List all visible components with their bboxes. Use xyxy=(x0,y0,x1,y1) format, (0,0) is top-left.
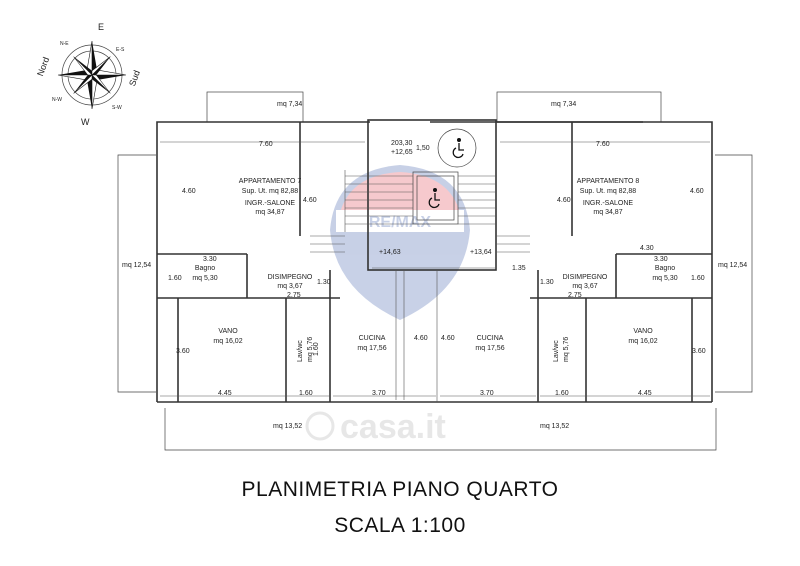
stair-level-left: +14,63 xyxy=(379,249,401,256)
casa-text: casa.it xyxy=(340,408,446,446)
apt7-room-area: mq 16,02 xyxy=(213,338,242,345)
apt7-living: INGR.-SALONE xyxy=(245,200,296,207)
balcony-bottom-left-area: mq 13,52 xyxy=(273,423,302,430)
accessibility-lift-icon xyxy=(428,188,440,209)
apt8-name: APPARTAMENTO 8 xyxy=(577,178,640,185)
apt7-living-area: mq 34,87 xyxy=(255,209,284,216)
apt8-bath-area: mq 5,30 xyxy=(652,275,677,282)
apt8-living-area: mq 34,87 xyxy=(593,209,622,216)
compass-east: E xyxy=(98,22,104,32)
apt7-bath-area: mq 5,30 xyxy=(192,275,217,282)
compass-sw: S-W xyxy=(112,105,122,111)
apt8-hall-area: mq 3,67 xyxy=(572,283,597,290)
apartment-8: APPARTAMENTO 8 Sup. Ut. mq 82,88 INGR.-S… xyxy=(475,178,677,362)
dim-laundry-h-left: 1.60 xyxy=(313,342,320,356)
compass-se: E-S xyxy=(116,47,125,53)
apt7-laundry-area: mq 5,76 xyxy=(307,337,314,362)
balcony-side-right xyxy=(715,154,753,393)
balcony-bottom-right xyxy=(400,408,717,451)
apt7-hall: DISIMPEGNO xyxy=(268,274,313,281)
dim-living-h-left: 4.60 xyxy=(182,188,196,195)
stair-dim-top: 1,50 xyxy=(416,145,430,152)
balcony-top-right xyxy=(496,91,662,123)
apt7-name: APPARTAMENTO 7 xyxy=(239,178,302,185)
apt8-laundry-area: mq 5,76 xyxy=(563,337,570,362)
plan-scale: SCALA 1:100 xyxy=(334,514,466,537)
dim-room-w-left: 4.45 xyxy=(218,390,232,397)
dim-hall-h-right: 1.30 xyxy=(540,279,554,286)
apt8-living: INGR.-SALONE xyxy=(583,200,634,207)
apt7-hall-area: mq 3,67 xyxy=(277,283,302,290)
dim-kitchen-w-right: 3.70 xyxy=(480,390,494,397)
plan-title: PLANIMETRIA PIANO QUARTO xyxy=(241,478,559,501)
apt8-kitchen-area: mq 17,56 xyxy=(475,345,504,352)
dim-top-right: 7.60 xyxy=(596,141,610,148)
dim-room-h-right: 3.60 xyxy=(692,348,706,355)
apt7-kitchen: CUCINA xyxy=(359,335,386,342)
dim-laundry-w-right: 1.60 xyxy=(555,390,569,397)
dim-bath-h-right: 1.60 xyxy=(691,275,705,282)
compass-nw: N-W xyxy=(52,97,62,103)
balcony-side-left-area: mq 12,54 xyxy=(122,262,151,269)
apt8-laundry: Lav/wc xyxy=(553,340,560,362)
dim-hall-w-left: 2.75 xyxy=(287,292,301,299)
apt8-kitchen: CUCINA xyxy=(477,335,504,342)
dim-bath-w-right: 3.30 xyxy=(654,256,668,263)
dim-room-w-right: 4.45 xyxy=(638,390,652,397)
compass-west: W xyxy=(81,117,90,127)
compass-north: Nord xyxy=(35,56,51,78)
casa-watermark: casa.it xyxy=(305,408,446,446)
accessibility-icon xyxy=(452,138,464,159)
dim-kitchen-h-left: 4.60 xyxy=(414,335,428,342)
dim-living-h-right: 4.60 xyxy=(557,197,571,204)
dim-top-left: 7.60 xyxy=(259,141,273,148)
dimensions: 7.60 7.60 4.60 4.60 4.60 4.60 3.30 3.30 … xyxy=(160,141,710,397)
balcony-side-right-area: mq 12,54 xyxy=(718,262,747,269)
remax-text: RE/MAX xyxy=(369,214,432,231)
apt8-hall: DISIMPEGNO xyxy=(563,274,608,281)
apt7-kitchen-area: mq 17,56 xyxy=(357,345,386,352)
dim-laundry-w-left: 1.60 xyxy=(299,390,313,397)
interior-walls xyxy=(157,122,712,402)
dim-kitchen-w-left: 3.70 xyxy=(372,390,386,397)
dim-living-h-left2: 4.60 xyxy=(303,197,317,204)
dim-kitchen-h-right: 4.60 xyxy=(441,335,455,342)
dim-hall-w-right: 2.75 xyxy=(568,292,582,299)
remax-watermark: RE/MAX xyxy=(330,165,470,320)
stair-level-right: +13,64 xyxy=(470,249,492,256)
apartment-7: APPARTAMENTO 7 Sup. Ut. mq 82,88 INGR.-S… xyxy=(192,178,386,362)
apt7-area: Sup. Ut. mq 82,88 xyxy=(242,188,299,195)
apt8-room: VANO xyxy=(633,328,653,335)
stair-core: 203,30 +12,65 1,50 +14,63 +13,64 xyxy=(310,128,530,402)
outer-walls xyxy=(156,119,713,403)
dim-living-h-right2: 4.60 xyxy=(690,188,704,195)
apt8-bath: Bagno xyxy=(655,265,675,272)
stair-level-top2: +12,65 xyxy=(391,149,413,156)
dim-bath-h-left: 1.60 xyxy=(168,275,182,282)
dim-hall-h-left: 1.30 xyxy=(317,279,331,286)
balcony-bottom-left xyxy=(164,408,400,451)
dim-right-1-35: 1.35 xyxy=(512,265,526,272)
balcony-bottom-right-area: mq 13,52 xyxy=(540,423,569,430)
apt8-room-area: mq 16,02 xyxy=(628,338,657,345)
compass-rose-icon: E Nord Sud W N-E E-S N-W S-W xyxy=(35,22,142,127)
dim-room-h-left: 3.60 xyxy=(176,348,190,355)
dim-right-4-30: 4.30 xyxy=(640,245,654,252)
apt8-area: Sup. Ut. mq 82,88 xyxy=(580,188,637,195)
compass-ne: N-E xyxy=(60,41,69,47)
apt7-bath: Bagno xyxy=(195,265,215,272)
apt7-laundry: Lav/wc xyxy=(297,340,304,362)
balcony-top-left-area: mq 7,34 xyxy=(277,101,302,108)
apt7-room: VANO xyxy=(218,328,238,335)
dim-bath-w-left: 3.30 xyxy=(203,256,217,263)
balcony-side-left xyxy=(117,154,156,393)
compass-south: Sud xyxy=(127,69,142,87)
stair-level-top: 203,30 xyxy=(391,140,413,147)
balcony-top-right-area: mq 7,34 xyxy=(551,101,576,108)
